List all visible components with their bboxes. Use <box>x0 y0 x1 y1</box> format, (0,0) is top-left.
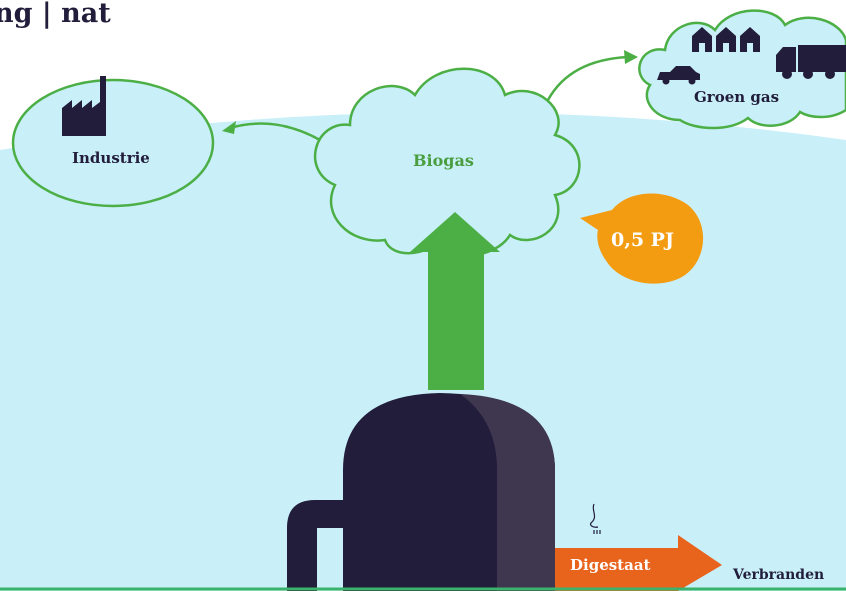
verbranden-label: Verbranden <box>733 567 824 583</box>
groen-gas-label: Groen gas <box>694 88 779 106</box>
houses-icon <box>692 27 760 52</box>
energy-badge-label: 0,5 PJ <box>611 229 674 251</box>
arrow-biogas-to-groen-gas <box>548 57 628 100</box>
industrie-label: Industrie <box>72 149 150 167</box>
biogas-label: Biogas <box>413 151 474 170</box>
page-title: ng | nat <box>0 0 111 29</box>
arrow-head-groen-gas <box>624 50 638 64</box>
industrie-ellipse <box>13 80 213 206</box>
digestaat-label: Digestaat <box>570 556 650 574</box>
